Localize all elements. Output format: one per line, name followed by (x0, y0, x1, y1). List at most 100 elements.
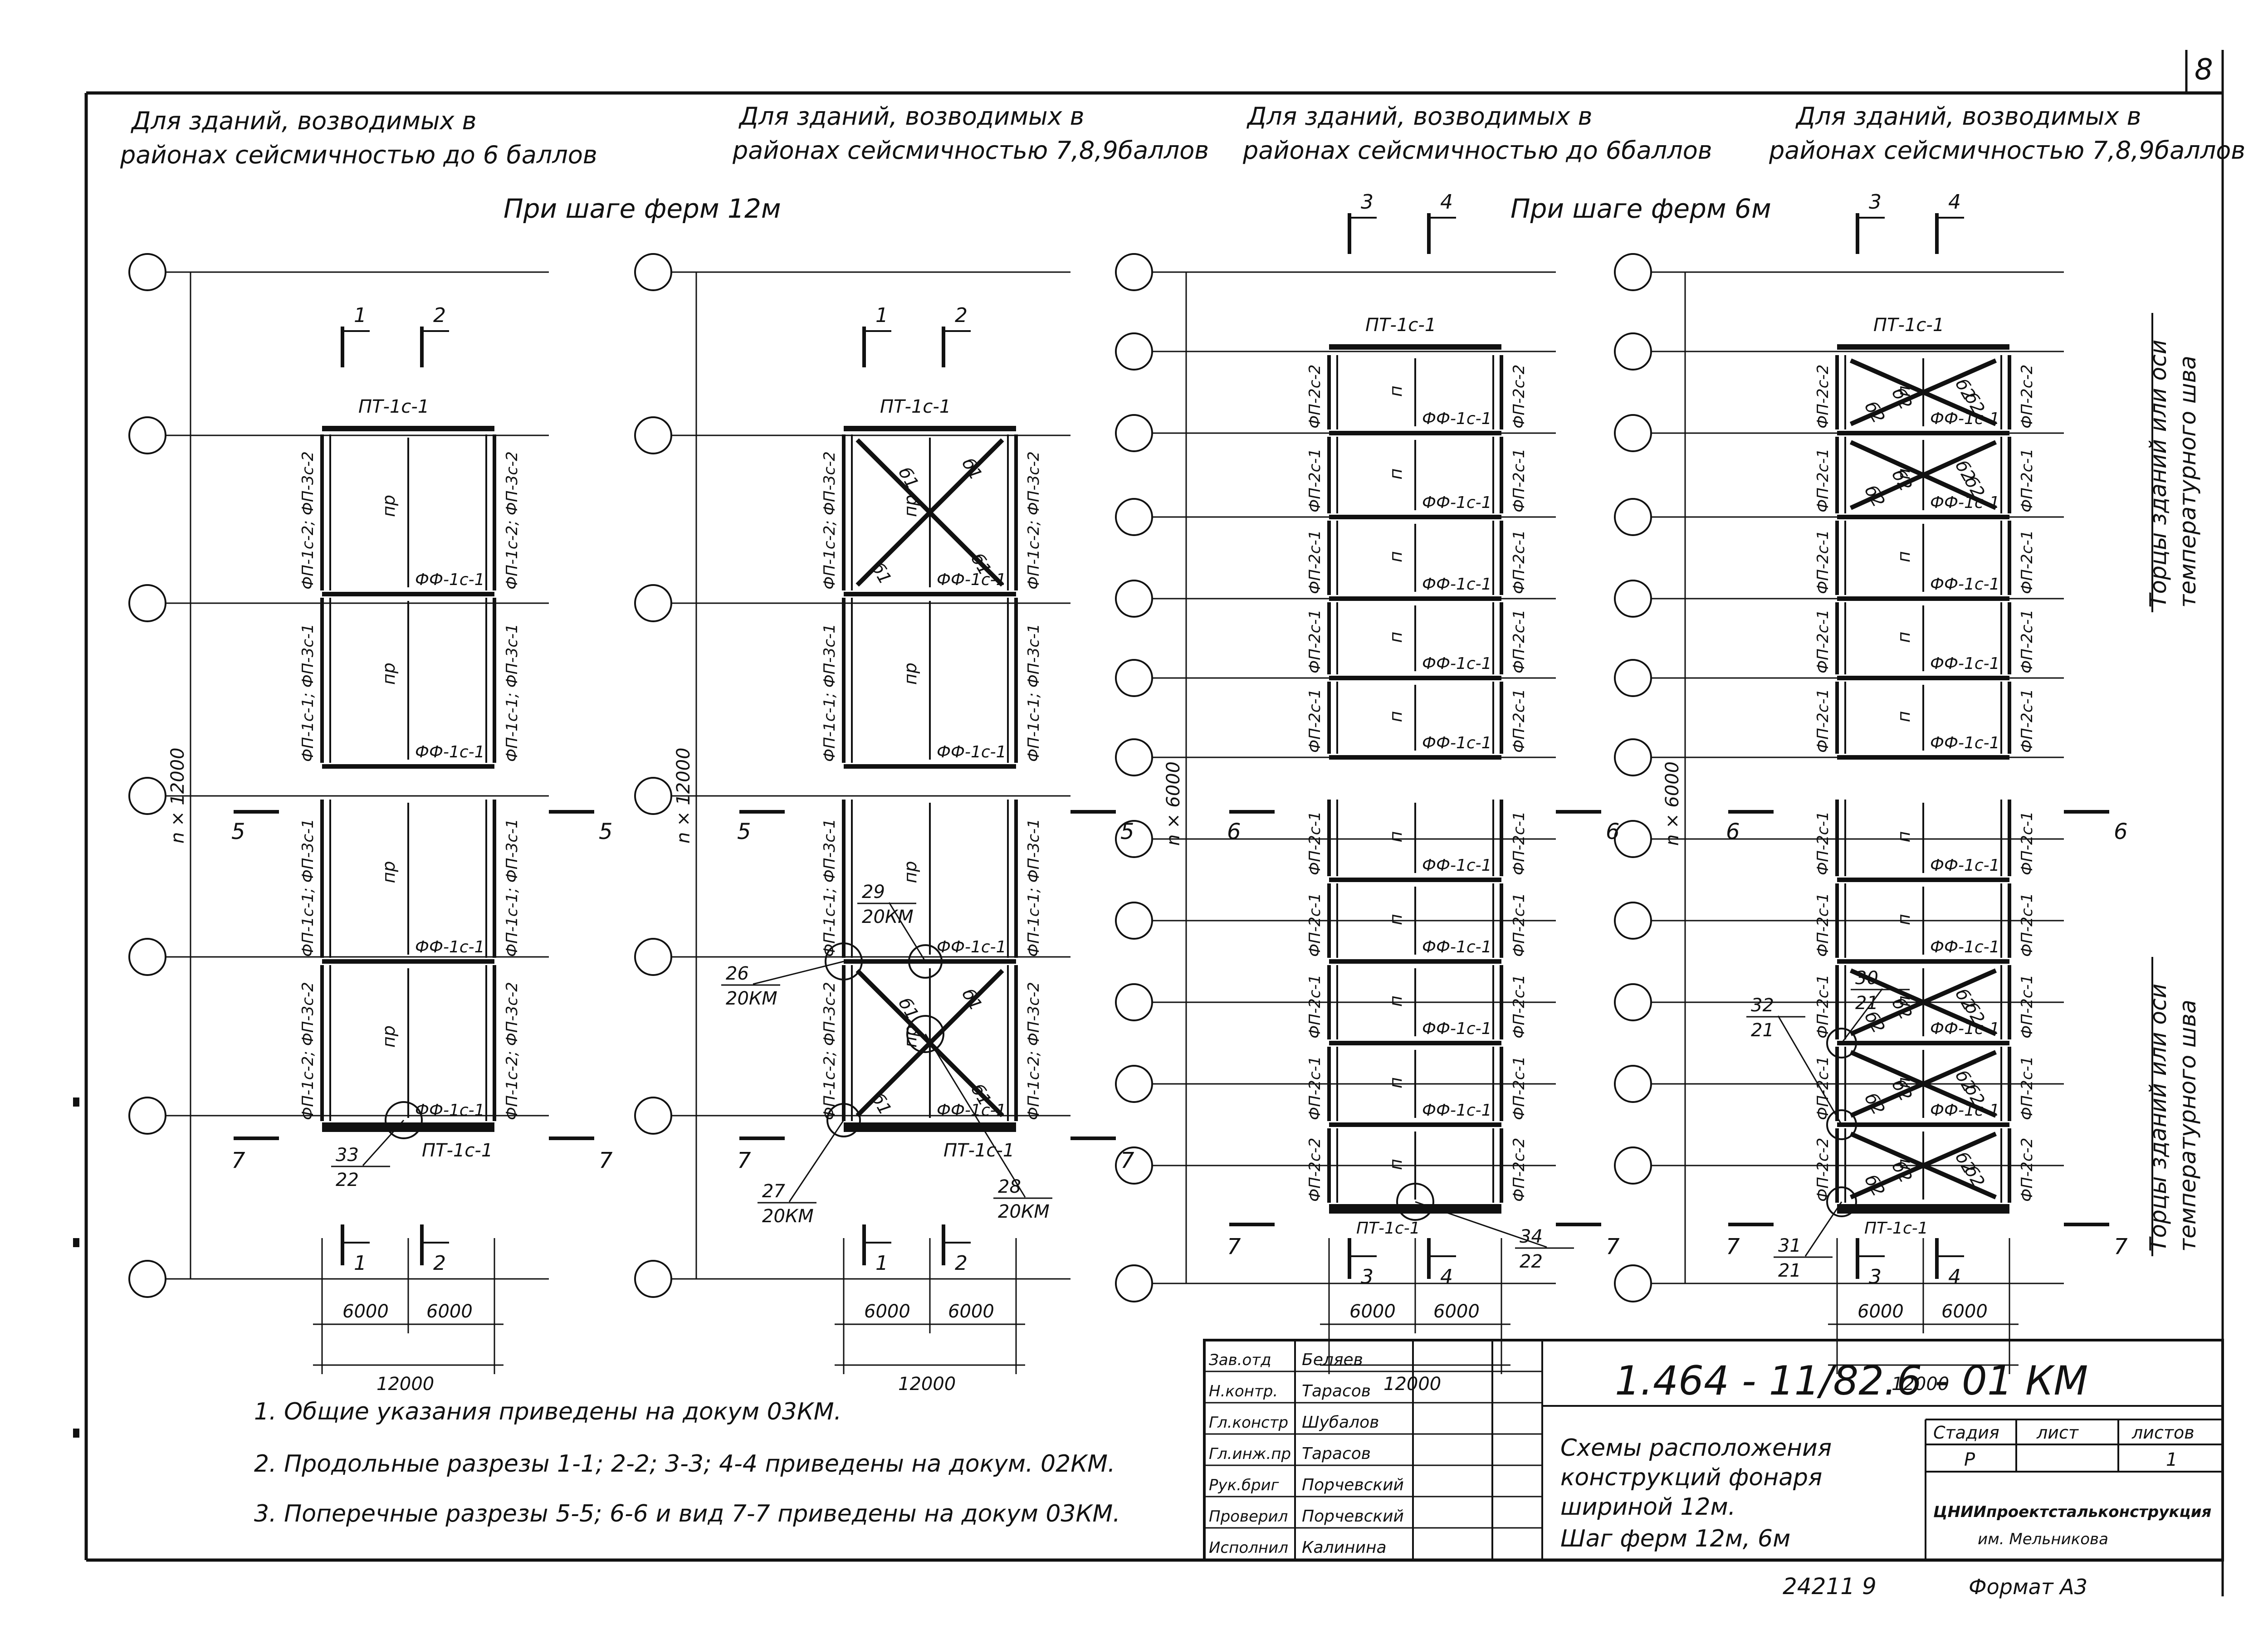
bracing-diagonal (855, 969, 1004, 1117)
axis-bubble (634, 938, 672, 976)
ff-label: ФФ-1с-1 (1422, 1019, 1492, 1038)
node-callout-circle (825, 942, 863, 980)
organization-subname: им. Мельникова (1978, 1530, 2108, 1548)
section-cut-label: 1 (354, 304, 367, 327)
view-7-label: 7 (1726, 1234, 1740, 1259)
bracing-diagonal (1849, 1132, 1997, 1200)
panel-label: п (1386, 914, 1406, 925)
view-7-label: 7 (1606, 1234, 1620, 1259)
side-panel-label-right: ФП-2с-1 (2018, 893, 2036, 957)
top-truss-label: ПТ-1с-1 (880, 396, 951, 417)
header-1-line-2: районах сейсмичностью до 6 баллов (120, 141, 597, 169)
side-panel-label-left: ФП-2с-1 (1814, 610, 1832, 673)
side-panel-label-right: ФП-1с-1; ФП-3с-1 (1025, 624, 1043, 762)
title-line-4: Шаг ферм 12м, 6м (1560, 1525, 1790, 1552)
ff-label: ФФ-1с-1 (1422, 856, 1492, 875)
node-callout-sheet: 20КМ (998, 1201, 1050, 1222)
node-callout-circle (385, 1101, 423, 1139)
side-panel-label-left: ФП-2с-2 (1306, 1138, 1324, 1202)
axis-bubble (634, 416, 672, 454)
side-panel-label-right: ФП-1с-2; ФП-3с-2 (503, 451, 521, 590)
section-cut-label: 1 (875, 1252, 888, 1275)
axis-bubble (1115, 983, 1153, 1021)
section-cut-label: 4 (1440, 1265, 1453, 1288)
ff-label: ФФ-1с-1 (1422, 1101, 1492, 1120)
node-callout-leader (788, 1120, 845, 1202)
ff-label: ФФ-1с-1 (1930, 856, 2000, 875)
step-12m-label: При шаге ферм 12м (503, 193, 781, 224)
axis-bubble (1614, 983, 1652, 1021)
axis-bubble (128, 253, 166, 291)
side-panel-label-right: ФП-1с-2; ФП-3с-2 (1025, 451, 1043, 590)
side-panel-label-left: ФП-1с-2; ФП-3с-2 (821, 982, 839, 1120)
node-callout-number: 27 (762, 1181, 785, 1202)
axis-bubble (1614, 902, 1652, 940)
node-callout-number: 29 (862, 882, 885, 902)
axis-bubble (1614, 253, 1652, 291)
node-callout-number: 33 (336, 1145, 359, 1166)
panel-label: пр (379, 861, 399, 883)
side-note-top: Торцы зданий или оси температурного шва (2145, 340, 2201, 608)
scheme-s1: n × 12000ПТ-1с-1ПТ-1с-1прФФ-1с-1ФП-1с-2;… (128, 253, 613, 1395)
axis-bubble (634, 1260, 672, 1298)
axis-bubble (1614, 1264, 1652, 1302)
section-mid-label: 5 (1120, 819, 1134, 844)
section-cut-label: 1 (875, 304, 888, 327)
side-panel-label-right: ФП-2с-1 (2018, 610, 2036, 673)
side-panel-label-left: ФП-1с-2; ФП-3с-2 (821, 451, 839, 590)
ff-label: ФФ-1с-1 (1930, 938, 2000, 956)
top-truss-label: ПТ-1с-1 (1365, 315, 1436, 336)
node-callout-leader (362, 1119, 405, 1166)
ff-label: ФФ-1с-1 (415, 1101, 485, 1120)
panel-label: пр (900, 861, 920, 883)
axis-bubble (1115, 738, 1153, 776)
bracing-label: б1 (894, 464, 923, 493)
side-panel-label-right: ФП-2с-1 (1510, 530, 1528, 594)
role-name: Проверил (1209, 1507, 1288, 1526)
section-cut-label: 1 (354, 1252, 367, 1275)
dimension-6000: 6000 (1941, 1301, 1988, 1322)
section-cut-label: 3 (1869, 1265, 1882, 1288)
dimension-6000: 6000 (342, 1301, 389, 1322)
side-panel-label-left: ФП-2с-1 (1306, 1056, 1324, 1120)
section-mid-label: 5 (599, 819, 613, 844)
bracing-label: б2 (1861, 398, 1889, 427)
span-dimension-label: n × 6000 (1662, 761, 1683, 846)
role-person: Калинина (1302, 1538, 1387, 1557)
axis-bubble (128, 584, 166, 622)
sheet-number: 8 (2195, 53, 2213, 87)
ff-label: ФФ-1с-1 (1930, 654, 2000, 673)
section-mid-label: 6 (2114, 819, 2128, 844)
node-callout-number: 31 (1778, 1235, 1801, 1256)
axis-bubble (1614, 498, 1652, 536)
note-2: 2. Продольные разрезы 1-1; 2-2; 3-3; 4-4… (254, 1450, 1115, 1478)
svg-text:температурного шва: температурного шва (2175, 1000, 2201, 1252)
sheets-header: листов (2131, 1423, 2195, 1443)
side-panel-label-left: ФП-2с-1 (1814, 975, 1832, 1039)
node-callout-leader (1777, 1015, 1843, 1125)
section-cut-label: 2 (955, 1252, 968, 1275)
axis-bubble (1115, 580, 1153, 618)
role-person: Порчевский (1302, 1476, 1404, 1494)
axis-bubble (634, 253, 672, 291)
panel-label: п (1386, 468, 1406, 480)
side-panel-label-right: ФП-2с-1 (2018, 689, 2036, 753)
node-callout-leader (888, 902, 926, 962)
side-panel-label-left: ФП-2с-1 (1306, 449, 1324, 512)
header-3-line-2: районах сейсмичностью до 6баллов (1242, 136, 1712, 165)
format-label: Формат А3 (1969, 1575, 2087, 1599)
section-cut-label: 3 (1869, 190, 1882, 214)
stage-header: Стадия (1933, 1423, 1999, 1443)
bracing-diagonal (1849, 440, 1997, 510)
sheets-value: 1 (2166, 1449, 2177, 1470)
panel-label: п (1386, 831, 1406, 843)
section-cut-label: 3 (1361, 1265, 1374, 1288)
bracing-diagonal (1849, 1050, 1997, 1118)
bottom-truss-label: ПТ-1с-1 (422, 1140, 493, 1161)
axis-bubble (1115, 498, 1153, 536)
dimension-6000: 6000 (1433, 1301, 1480, 1322)
section-cut-label: 2 (433, 304, 446, 327)
side-panel-label-right: ФП-1с-2; ФП-3с-2 (1025, 982, 1043, 1120)
side-panel-label-right: ФП-2с-2 (2018, 365, 2036, 429)
